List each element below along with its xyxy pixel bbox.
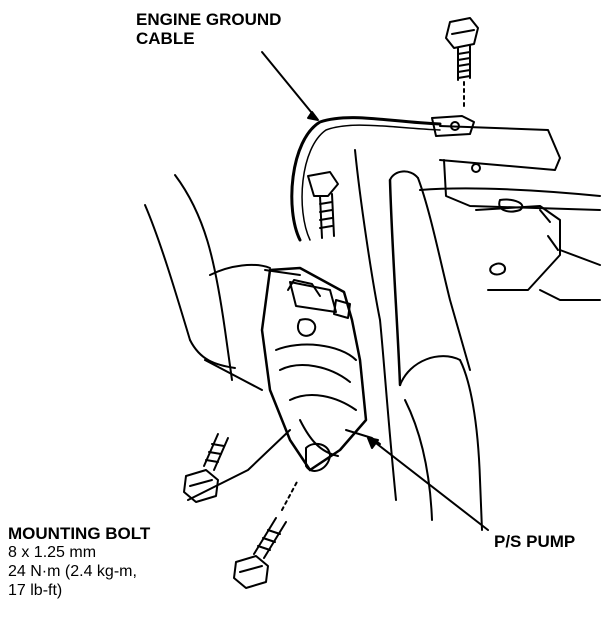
mounting-bolt-label: MOUNTING BOLT 8 x 1.25 mm 24 N·m (2.4 kg…	[8, 524, 150, 600]
mounting-bolt-torque-line1: 24 N·m (2.4 kg-m,	[8, 563, 137, 580]
ps-pump-label: P/S PUMP	[494, 532, 576, 551]
top-bolt	[445, 17, 479, 109]
lower-bolt-left	[183, 433, 229, 503]
mounting-bolt-torque-line2: 17 lb-ft)	[8, 582, 63, 599]
cable-bolt	[307, 171, 339, 239]
pressure-hose	[354, 149, 483, 531]
engine-ground-cable	[290, 115, 475, 242]
mounting-bolt-size: 8 x 1.25 mm	[8, 544, 97, 561]
mounting-bolt-title: MOUNTING BOLT	[8, 524, 151, 543]
ps-pump-body	[260, 266, 381, 472]
engine-ground-cable-label-line1: ENGINE GROUND	[136, 10, 282, 29]
lower-bolt-right	[233, 479, 299, 589]
engine-ground-cable-label-line2: CABLE	[136, 29, 195, 48]
mounting-bracket	[419, 125, 601, 301]
engine-ground-cable-label: ENGINE GROUND CABLE	[136, 10, 281, 48]
leader-lines	[187, 51, 489, 531]
engine-block-outline	[144, 174, 301, 391]
